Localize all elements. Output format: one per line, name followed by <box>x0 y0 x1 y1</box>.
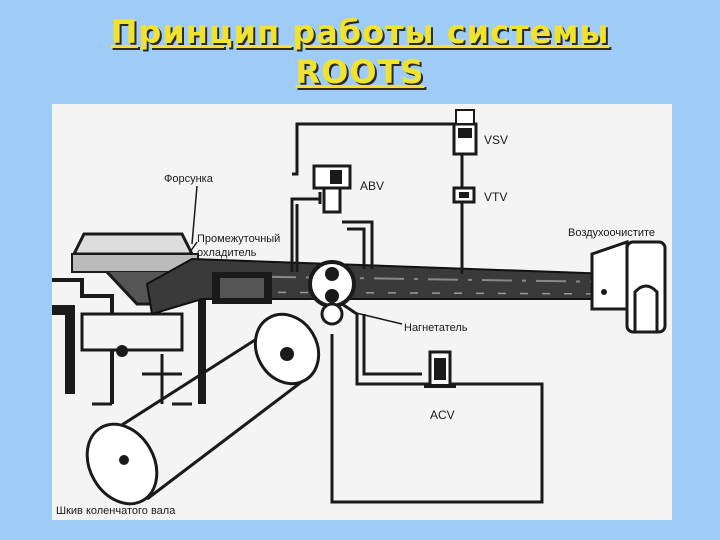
label-intercooler-2: охладитель <box>197 247 257 259</box>
title-line-1: Принцип работы системы <box>110 13 610 51</box>
leader-lines <box>189 185 403 325</box>
slide-title: Принцип работы системы ROOTS <box>0 12 720 92</box>
label-intercooler-1: Промежуточный <box>197 233 280 245</box>
vtv-valve <box>452 186 476 204</box>
acv-valve <box>424 350 456 388</box>
air-cleaner <box>590 239 667 334</box>
label-supercharger: Нагнетатель <box>404 322 468 334</box>
label-acv: ACV <box>430 408 455 422</box>
abv-valve <box>312 164 352 214</box>
intercooler <box>212 272 272 304</box>
label-abv: ABV <box>360 179 384 193</box>
roots-system-diagram: Форсунка Промежуточный охладитель ABV VS… <box>52 104 672 520</box>
label-injector: Форсунка <box>164 173 214 185</box>
label-crank-pulley: Шкив коленчатого вала <box>56 505 176 517</box>
label-vsv: VSV <box>484 133 508 147</box>
title-line-2: ROOTS <box>295 53 425 91</box>
label-vtv: VTV <box>484 190 507 204</box>
supercharger <box>308 260 356 326</box>
vsv-valve <box>452 109 478 156</box>
label-air-cleaner: Воздухоочистите <box>568 227 655 239</box>
diagram-panel: Форсунка Промежуточный охладитель ABV VS… <box>52 104 672 520</box>
belt-drive <box>85 312 321 506</box>
